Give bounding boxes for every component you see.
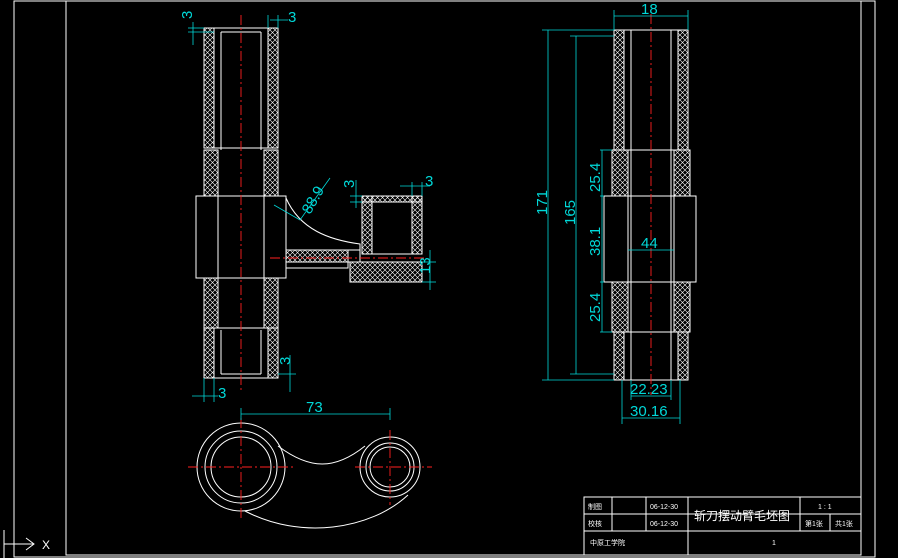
dim-boss-wall-right: 3: [425, 173, 433, 190]
axis-x-label: X: [42, 538, 50, 552]
left-lower-wall-left: [203, 327, 215, 379]
left-dims: [188, 15, 436, 402]
dim-hub-44: 44: [641, 235, 658, 252]
dim-lower-25-4: 25.4: [587, 293, 604, 322]
left-upper-wall-left: [203, 27, 215, 149]
left-boss-base: [349, 261, 423, 283]
tb-check-label: 校核: [588, 519, 602, 528]
right-hub: [603, 195, 697, 283]
dim-boss-wall-left: 3: [341, 180, 358, 188]
ucs-axis-icon: X: [3, 530, 50, 558]
dim-top-wall-left: 3: [179, 11, 196, 19]
dim-length-165: 165: [562, 200, 579, 225]
outer-frame: [13, 0, 876, 558]
dim-overall-171: 171: [534, 190, 551, 215]
left-arm: [285, 197, 361, 251]
left-mid-wall-left: [203, 149, 219, 197]
tb-check-date: 06-12-30: [650, 521, 678, 528]
left-section-view: 3 3 88.9 3 3 13 3 3: [179, 9, 436, 402]
tb-part-name: 斩刀摆动臂毛坯图: [694, 509, 790, 523]
dim-outer-30-16: 30.16: [630, 403, 668, 420]
dim-boss-height: 13: [417, 257, 434, 274]
dim-upper-25-4: 25.4: [587, 163, 604, 192]
left-lower-wall-right: [267, 327, 279, 379]
plan-arm-bottom: [244, 494, 409, 529]
tb-draw-date: 06-12-30: [650, 504, 678, 511]
dim-middle-38-1: 38.1: [587, 227, 604, 256]
right-section-view: 18 171 165 25.4 38.1 25.4 44 22.23 30.16: [534, 1, 697, 424]
tb-draw-label: 制图: [588, 502, 602, 511]
dim-bottom-wall-right: 3: [277, 357, 294, 365]
right-dims: [542, 10, 689, 424]
dim-bottom-wall-left: 3: [218, 385, 226, 402]
left-arm-web: [285, 249, 349, 263]
left-mid-wall-right: [263, 149, 279, 197]
inner-frame: [65, 0, 862, 556]
left-lower-mid-wall-right: [263, 277, 279, 329]
dim-width-18: 18: [641, 1, 658, 18]
tb-total: 共1张: [835, 519, 853, 528]
dim-top-wall-right: 3: [288, 9, 296, 26]
left-upper-wall-right: [267, 27, 279, 149]
tb-school: 中原工学院: [590, 538, 625, 547]
dim-center-distance: 73: [306, 399, 323, 416]
right-upper-wall-right: [677, 29, 689, 151]
dim-inner-22-23: 22.23: [630, 381, 668, 398]
tb-scale: 1 : 1: [818, 504, 832, 511]
dim-angle: 88.9: [299, 183, 328, 217]
tb-quantity: 1: [772, 540, 776, 547]
bottom-plan-view: 73: [188, 399, 432, 529]
plan-arm-top: [277, 445, 366, 465]
right-upper-wall-left: [613, 29, 625, 151]
left-lower-mid-wall-left: [203, 277, 219, 329]
tb-sheet: 第1张: [805, 519, 823, 528]
title-block: 制图 校核 06-12-30 06-12-30 斩刀摆动臂毛坯图 1 : 1 第…: [583, 496, 862, 556]
